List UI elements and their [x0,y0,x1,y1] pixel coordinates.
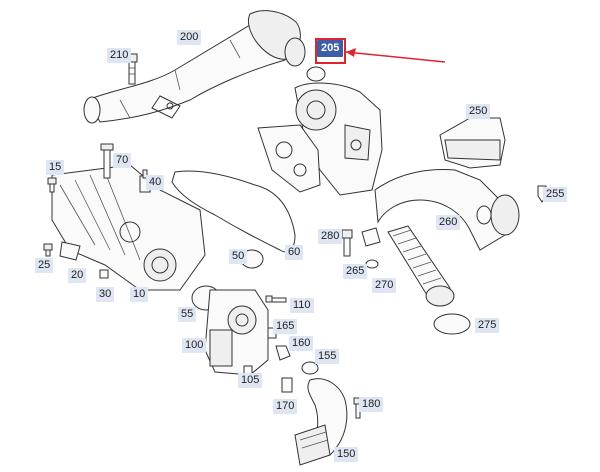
part-label-50[interactable]: 50 [229,249,248,264]
part-label-280[interactable]: 280 [318,229,343,244]
charge-air-pipe-drawing [83,10,306,124]
part-label-160[interactable]: 160 [289,336,314,351]
bolt-110-drawing [265,295,287,303]
highlight-arrowhead [346,48,356,57]
bolt-15-drawing [47,177,57,193]
part-label-150[interactable]: 150 [334,447,359,462]
part-170-drawing [281,377,293,393]
part-label-40[interactable]: 40 [146,175,165,190]
part-label-100[interactable]: 100 [182,338,207,353]
part-label-10[interactable]: 10 [130,287,149,302]
part-label-110[interactable]: 110 [290,298,314,313]
bolt-25-drawing [43,243,53,257]
part-label-70[interactable]: 70 [113,153,132,168]
bolt-280-drawing [341,227,381,257]
ring-155-drawing [301,361,319,375]
part-label-250[interactable]: 250 [466,104,491,119]
corrugated-hose-drawing [365,225,455,307]
highlight-arrow-line [345,51,446,63]
part-label-180[interactable]: 180 [359,397,384,412]
part-label-210[interactable]: 210 [107,48,132,63]
part-label-30[interactable]: 30 [96,287,115,302]
turbocharger-drawing [257,82,383,196]
highlight-box-205 [315,38,346,64]
bracket-20-drawing [59,241,81,261]
part-label-205[interactable]: 205 [317,40,344,57]
part-label-270[interactable]: 270 [372,278,397,293]
air-duct-150-drawing [294,378,348,466]
part-label-260[interactable]: 260 [436,215,461,230]
part-label-170[interactable]: 170 [273,399,298,414]
sensor-70-drawing [100,143,114,179]
nut-30-drawing [99,269,109,279]
part-label-275[interactable]: 275 [475,318,500,333]
air-intake-housing-drawing [374,117,520,251]
gasket-ring-205 [306,66,326,82]
part-label-255[interactable]: 255 [543,187,568,202]
intake-manifold-drawing [51,164,206,291]
part-label-55[interactable]: 55 [178,307,197,322]
hose-clamp-drawing [433,313,471,335]
part-label-265[interactable]: 265 [343,264,368,279]
part-label-15[interactable]: 15 [46,160,65,175]
seal-260-drawing [476,205,492,225]
part-label-25[interactable]: 25 [35,258,54,273]
part-label-165[interactable]: 165 [273,319,298,334]
part-label-60[interactable]: 60 [285,245,304,260]
part-label-155[interactable]: 155 [315,349,340,364]
part-label-200[interactable]: 200 [177,30,202,45]
throttle-body-drawing [204,289,269,376]
part-label-105[interactable]: 105 [238,373,263,388]
part-160-drawing [275,345,291,361]
part-label-20[interactable]: 20 [68,268,87,283]
